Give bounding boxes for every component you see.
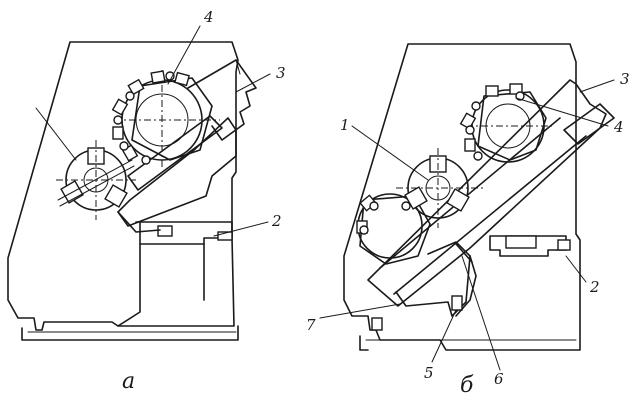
frame-a [7,41,239,331]
callout-b-4: 2 [589,278,600,296]
callout-b-1: 1 [340,116,350,134]
callout-a-3: 2 [271,212,282,230]
callout-b-5: 7 [306,316,316,334]
figure-b: 1 3 4 2 7 5 6 б [306,43,630,398]
figure-a: 4 3 2 а [7,8,286,394]
inclined-slide-b [367,79,607,307]
base-b [359,335,369,351]
callout-b-6: 5 [424,364,434,382]
subfigure-label-b: б [460,373,474,398]
front-turret-b [356,193,431,265]
callout-b-7: 6 [494,370,504,388]
subfigure-label-a: а [122,369,135,394]
callout-a-2: 3 [276,64,286,82]
chuck-a [56,140,136,220]
callout-b-2: 3 [620,70,630,88]
callout-a-1: 4 [203,8,214,26]
rear-turret-b [459,83,552,163]
callout-b-3: 4 [613,118,624,136]
base-a [21,325,239,341]
turret-tools-a [111,70,190,165]
chuck-b [396,148,486,228]
inclined-slide-a [117,117,237,227]
